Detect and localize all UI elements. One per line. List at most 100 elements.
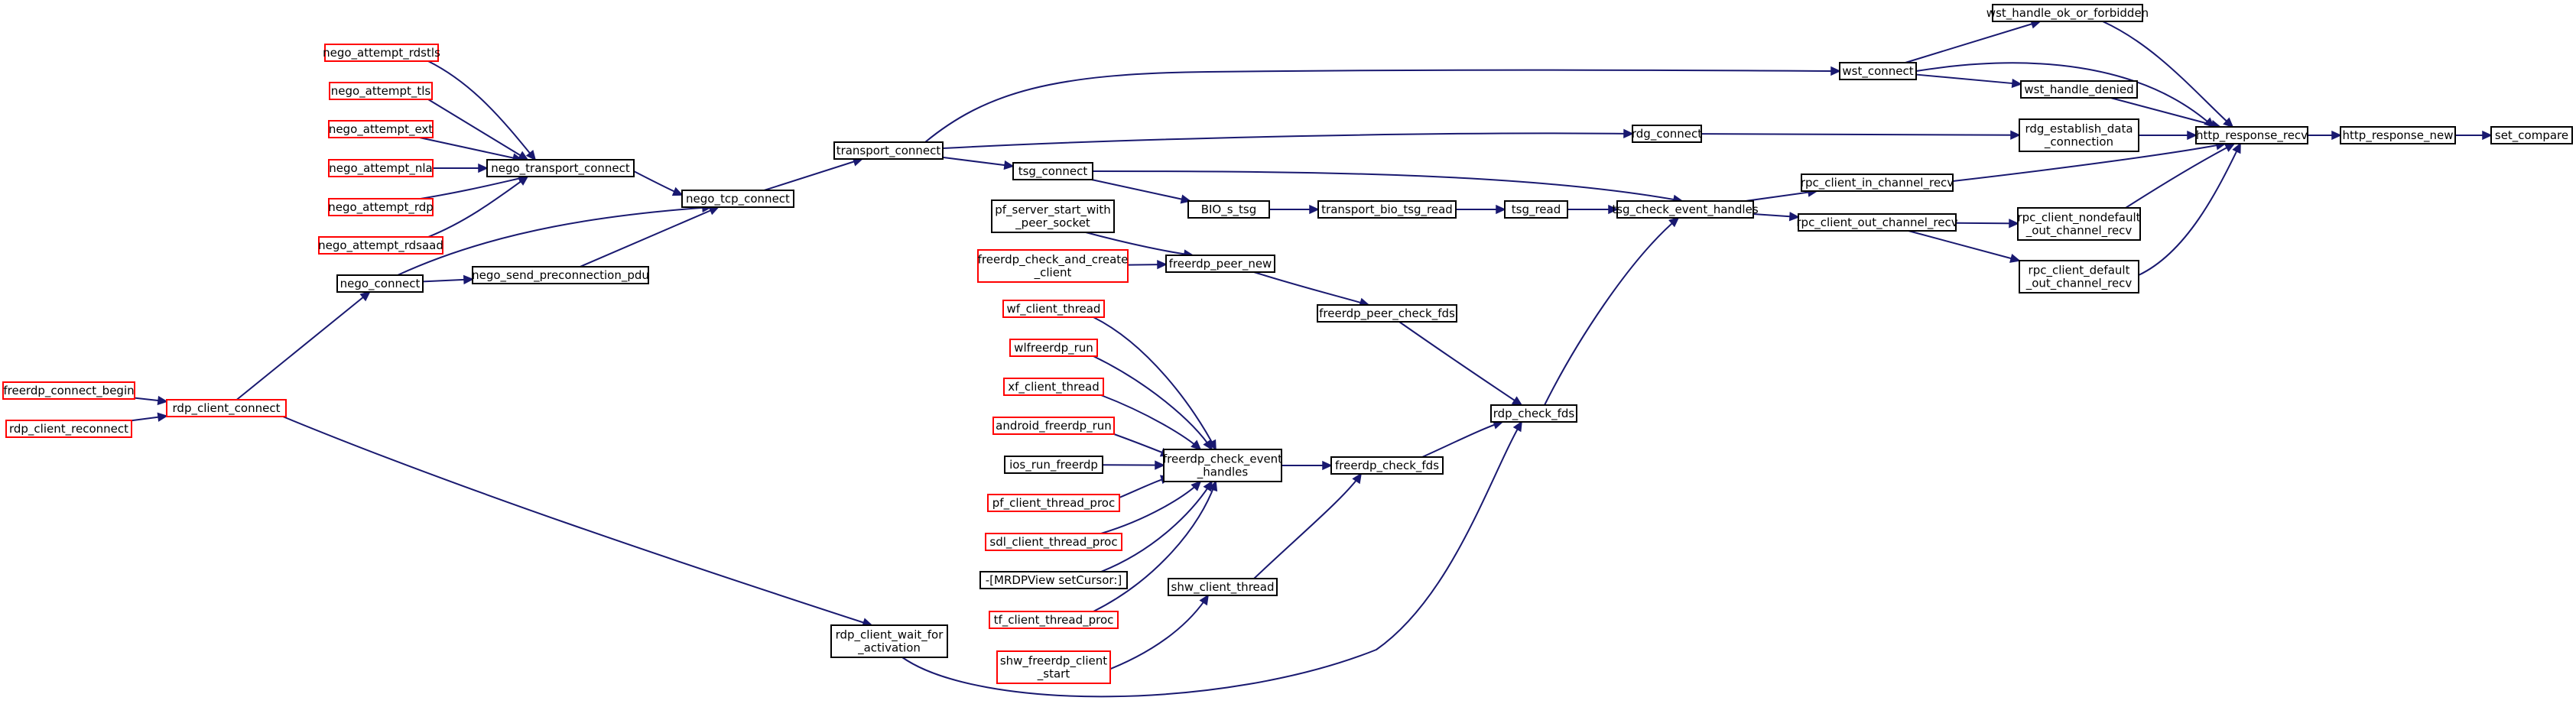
function-node-tsg-read[interactable]: tsg_read [1504,200,1568,219]
function-node-freerdp-check-event-handles[interactable]: freerdp_check_event_handles [1163,449,1282,482]
node-label: nego_attempt_rdstls [323,46,440,60]
function-node-wst-handle-denied[interactable]: wst_handle_denied [2020,80,2138,99]
node-label: wst_connect [1842,64,1913,79]
node-box [985,533,1122,551]
node-box [166,399,287,417]
node-label: shw_client_thread [1171,580,1275,595]
call-edge [2139,130,2198,141]
arrow-head-icon [1788,212,1800,222]
function-node-freerdp-connect-begin[interactable]: freerdp_connect_begin [2,381,135,400]
function-node-mrdpview-setcursor[interactable]: -[MRDPView setCursor:] [979,571,1128,589]
function-node-nego-attempt-ext[interactable]: nego_attempt_ext [328,120,434,138]
function-node-rpc-client-nondefault-out-channel-recv[interactable]: rpc_client_nondefault_out_channel_recv [2017,207,2141,241]
call-edge [901,420,1522,698]
function-node-wst-handle-ok-or-forbidden[interactable]: wst_handle_ok_or_forbidden [1986,4,2149,22]
function-node-tf-client-thread-proc[interactable]: tf_client_thread_proc [989,611,1119,629]
function-node-rdp-check-fds[interactable]: rdp_check_fds [1490,404,1577,423]
function-node-http-response-recv[interactable]: http_response_recv [2195,126,2308,144]
function-node-rpc-client-in-channel-recv[interactable]: rpc_client_in_channel_recv [1801,174,1954,192]
function-node-rpc-client-default-out-channel-recv[interactable]: rpc_client_default_out_channel_recv [2019,260,2139,294]
call-edge [633,170,684,196]
function-node-shw-freerdp-client-start[interactable]: shw_freerdp_client_start [996,650,1111,684]
arrow-head-icon [1512,420,1522,433]
function-node-shw-client-thread[interactable]: shw_client_thread [1168,578,1278,596]
function-node-transport-bio-tsg-read[interactable]: transport_bio_tsg_read [1317,200,1457,219]
call-edge [1100,594,1209,673]
function-node-freerdp-peer-new[interactable]: freerdp_peer_new [1165,255,1275,273]
function-node-bio-s-tsg[interactable]: BIO_s_tsg [1187,200,1270,219]
node-label: pf_server_start_with [995,203,1111,218]
edge-line [764,158,862,191]
function-node-xf-client-thread[interactable]: xf_client_thread [1003,378,1104,396]
function-node-nego-transport-connect[interactable]: nego_transport_connect [486,159,635,177]
function-node-wf-client-thread[interactable]: wf_client_thread [1002,300,1105,318]
node-box [336,274,424,293]
function-node-pf-server-start-with-peer-socket[interactable]: pf_server_start_with_peer_socket [991,199,1115,233]
node-label: android_freerdp_run [996,419,1112,433]
function-node-nego-attempt-tls[interactable]: nego_attempt_tls [329,82,433,100]
function-node-nego-attempt-rdp[interactable]: nego_attempt_rdp [328,198,434,216]
function-node-pf-client-thread-proc[interactable]: pf_client_thread_proc [987,494,1120,512]
edge-line [2110,97,2220,128]
arrow-head-icon [671,186,684,196]
function-node-rpc-client-out-channel-recv[interactable]: rpc_client_out_channel_recv [1796,213,1958,232]
function-node-tsg-connect[interactable]: tsg_connect [1012,162,1093,180]
function-node-freerdp-peer-check-fds[interactable]: freerdp_peer_check_fds [1317,304,1457,323]
function-node-rdp-client-reconnect[interactable]: rdp_client_reconnect [5,420,132,438]
node-box [681,190,794,208]
node-label: freerdp_peer_check_fds [1319,306,1455,321]
node-box [830,624,948,658]
function-node-rdg-connect[interactable]: rdg_connect [1632,125,1702,143]
edge-line [236,291,371,401]
call-edge [397,203,713,276]
function-node-wst-connect[interactable]: wst_connect [1839,62,1917,80]
function-node-freerdp-check-fds[interactable]: freerdp_check_fds [1330,456,1444,475]
node-label: freerdp_check_event [1163,452,1282,467]
edge-line [1544,217,1679,406]
function-node-freerdp-check-and-create-client[interactable]: freerdp_check_and_create_client [977,249,1129,283]
node-box [486,159,635,177]
node-box [1798,213,1957,232]
node-box [1009,339,1098,357]
function-node-nego-attempt-rdsaad[interactable]: nego_attempt_rdsaad [318,236,443,255]
arrow-head-icon [1203,439,1213,451]
function-node-wlfreerdp-run[interactable]: wlfreerdp_run [1009,339,1098,357]
node-label: ios_run_freerdp [1009,458,1098,472]
edge-line [1915,73,2022,86]
function-node-http-response-new[interactable]: http_response_new [2340,126,2456,144]
node-label: rpc_client_in_channel_recv [1801,176,1954,190]
function-node-set-compare[interactable]: set_compare [2490,126,2573,144]
edge-line [1421,421,1503,458]
node-label: _out_channel_recv [2025,224,2133,238]
node-box [1317,200,1457,219]
edge-line [2102,21,2233,128]
function-node-ios-run-freerdp[interactable]: ios_run_freerdp [1004,456,1103,474]
arrow-head-icon [2009,219,2019,229]
node-box [987,494,1120,512]
arrow-head-icon [1623,128,1634,139]
node-label: freerdp_peer_new [1169,257,1272,271]
function-node-rdp-client-connect[interactable]: rdp_client_connect [166,399,287,417]
function-node-rdg-establish-data-connection[interactable]: rdg_establish_data_connection [2019,118,2139,152]
function-node-tsg-check-event-handles[interactable]: tsg_check_event_handles [1612,200,1759,219]
node-box [1168,578,1278,596]
arrow-head-icon [1199,594,1209,606]
function-node-nego-connect[interactable]: nego_connect [336,274,424,293]
function-node-nego-attempt-nla[interactable]: nego_attempt_nla [328,159,434,177]
arrow-head-icon [2011,78,2022,89]
function-node-nego-attempt-rdstls[interactable]: nego_attempt_rdstls [323,44,440,62]
arrow-head-icon [1608,204,1619,215]
function-node-transport-connect[interactable]: transport_connect [833,141,944,160]
function-node-rdp-client-wait-for-activation[interactable]: rdp_client_wait_for_activation [830,624,948,658]
arrow-head-icon [1208,480,1218,492]
node-label: nego_tcp_connect [686,192,790,206]
function-node-android-freerdp-run[interactable]: android_freerdp_run [992,417,1115,435]
function-node-nego-send-preconnection-pdu[interactable]: nego_send_preconnection_pdu [472,266,649,284]
function-node-nego-tcp-connect[interactable]: nego_tcp_connect [681,190,794,208]
node-label: _connection [2044,135,2113,150]
node-box [1992,4,2143,22]
node-label: rdp_client_wait_for [836,628,944,643]
edge-line [1905,21,2041,63]
node-box [1317,304,1457,323]
function-node-sdl-client-thread-proc[interactable]: sdl_client_thread_proc [985,533,1122,551]
